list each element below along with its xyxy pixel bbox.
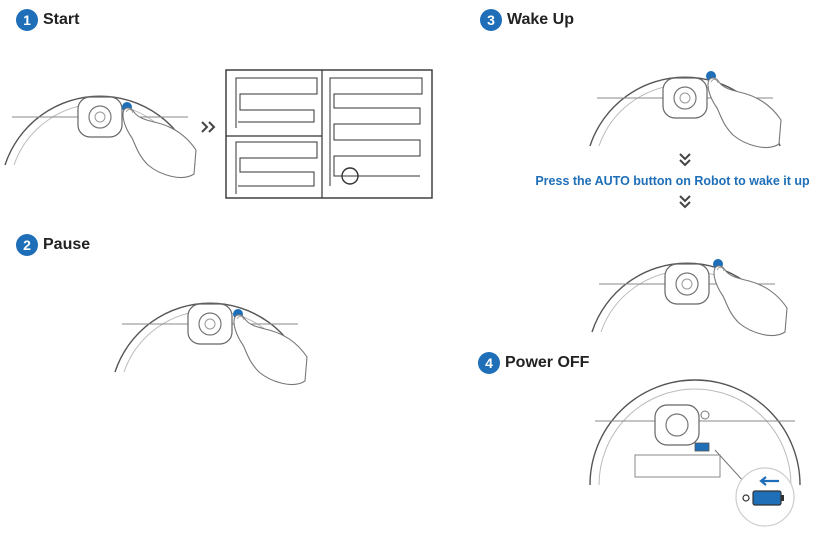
arrow-left-icon xyxy=(759,476,779,486)
step-4-badge: 4 xyxy=(478,352,500,374)
robot-vacuum-icon xyxy=(587,36,783,149)
robot-vacuum-icon xyxy=(589,222,788,337)
wake-up-caption: Press the AUTO button on Robot to wake i… xyxy=(535,174,810,188)
step-1-badge: 1 xyxy=(16,9,38,31)
step-2-header: 2 Pause xyxy=(16,234,90,256)
step-4-title: Power OFF xyxy=(505,354,590,371)
step-3-header: 3 Wake Up xyxy=(480,9,574,31)
double-chevron-down-icon xyxy=(679,153,691,167)
step-2-badge: 2 xyxy=(16,234,38,256)
step-3-title: Wake Up xyxy=(507,11,574,28)
cleaning-path-map-icon xyxy=(225,69,433,199)
step-2-title: Pause xyxy=(43,236,91,253)
step-1-header: 1 Start xyxy=(16,9,79,31)
step-4-header: 4 Power OFF xyxy=(478,352,589,374)
power-switch-icon xyxy=(735,467,795,527)
robot-vacuum-icon xyxy=(2,55,198,179)
robot-vacuum-icon xyxy=(589,379,801,486)
step-1-title: Start xyxy=(43,11,80,28)
double-chevron-down-icon xyxy=(679,195,691,209)
step-3-badge: 3 xyxy=(480,9,502,31)
double-chevron-right-icon xyxy=(201,121,216,133)
robot-vacuum-icon xyxy=(112,262,308,386)
